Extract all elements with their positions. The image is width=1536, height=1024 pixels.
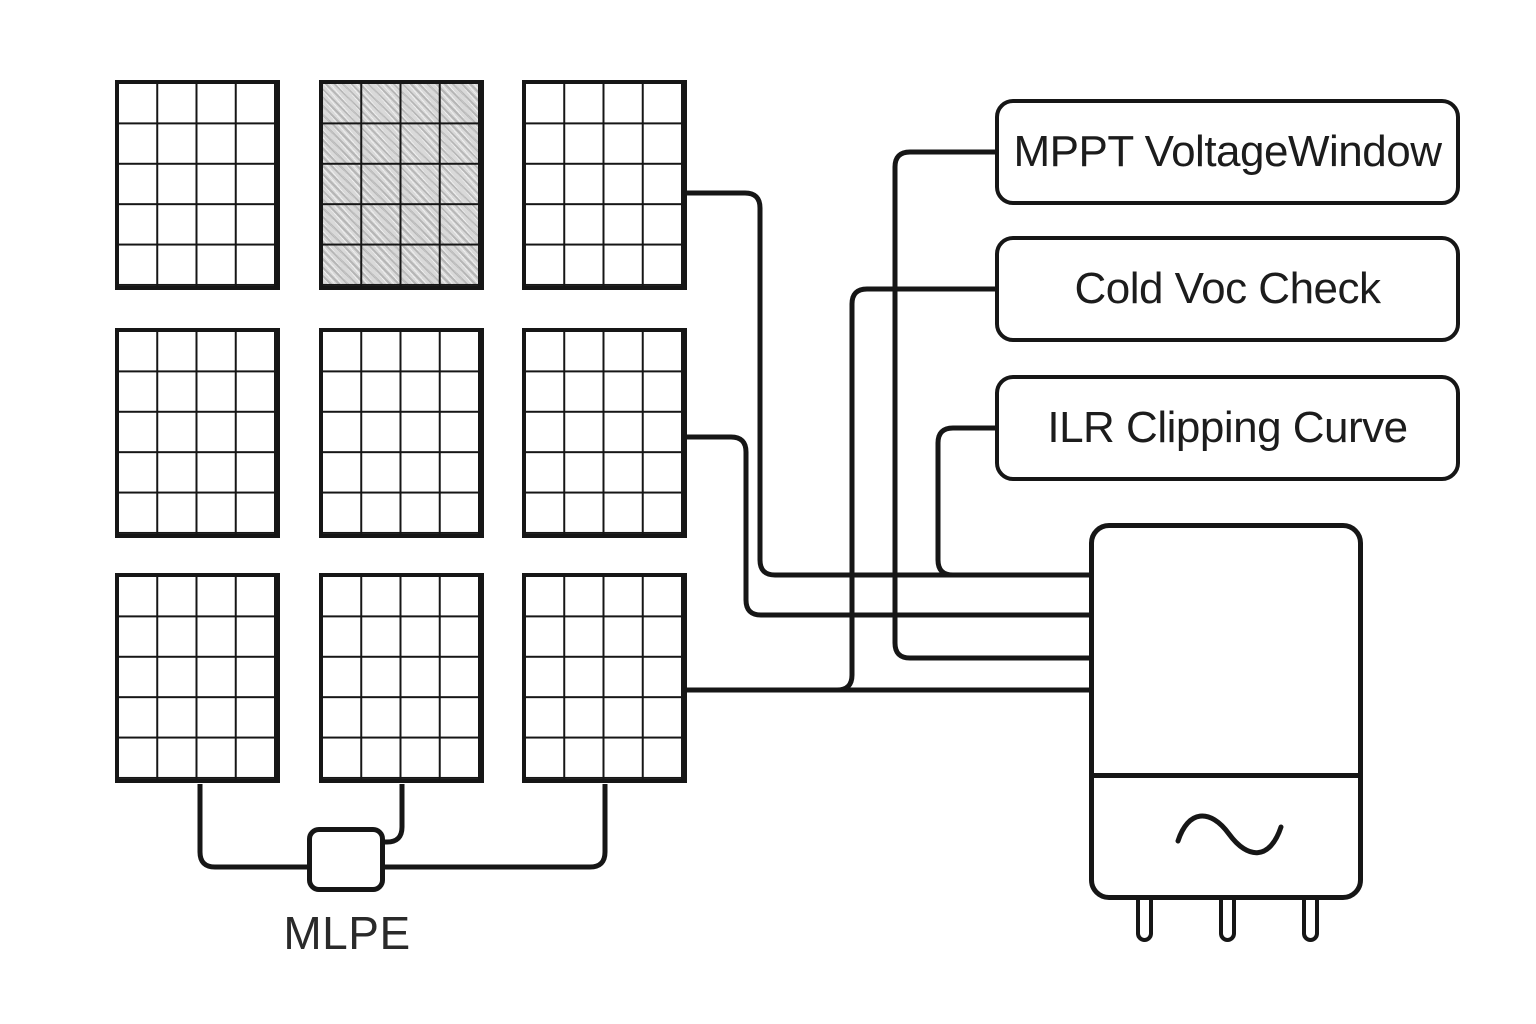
mlpe-wire-middle-panel: [381, 784, 405, 845]
solar-panel-r3c1: [115, 573, 280, 783]
string2-dc-wire: [685, 434, 1091, 618]
ac-sine-icon: [1175, 813, 1284, 856]
inverter-box: [1089, 523, 1363, 900]
solar-panel-r2c2: [319, 328, 484, 538]
inverter-section-divider: [1089, 773, 1363, 778]
mlpe-wire-left-panel: [197, 784, 310, 870]
mlpe-box: [307, 827, 385, 892]
solar-panel-r2c3: [522, 328, 687, 538]
solar-panel-r1c1: [115, 80, 280, 290]
ilr-callout-wire: [935, 425, 997, 578]
panel-cell-grid: [526, 577, 683, 779]
panel-cell-grid: [526, 84, 683, 286]
panel-cell-grid: [323, 332, 480, 534]
panel-cell-grid: [526, 332, 683, 534]
ilr-clipping-curve-label: ILR Clipping Curve: [1047, 403, 1408, 452]
mppt-callout-wire: [892, 149, 1091, 661]
cold-voc-callout-wire: [836, 286, 997, 693]
panel-cell-grid: [119, 332, 276, 534]
solar-panel-r2c1: [115, 328, 280, 538]
cold-voc-check-label: Cold Voc Check: [1074, 264, 1381, 313]
panel-cell-grid: [119, 577, 276, 779]
mlpe-label: MLPE: [283, 907, 411, 959]
mppt-voltage-window-label-box: MPPT VoltageWindow: [995, 99, 1460, 205]
mppt-voltage-window-label: MPPT VoltageWindow: [1013, 127, 1442, 176]
string1-dc-wire: [685, 190, 1091, 578]
panel-cell-grid: [323, 577, 480, 779]
solar-panel-r3c3: [522, 573, 687, 783]
panel-cell-grid: [323, 84, 480, 286]
ilr-clipping-curve-label-box: ILR Clipping Curve: [995, 375, 1460, 481]
mlpe-wire-right-panel: [381, 784, 608, 870]
panel-cell-grid: [119, 84, 276, 286]
solar-panel-r1c3: [522, 80, 687, 290]
solar-panel-r3c2: [319, 573, 484, 783]
shaded-solar-panel-r1c2: [319, 80, 484, 290]
cold-voc-check-label-box: Cold Voc Check: [995, 236, 1460, 342]
